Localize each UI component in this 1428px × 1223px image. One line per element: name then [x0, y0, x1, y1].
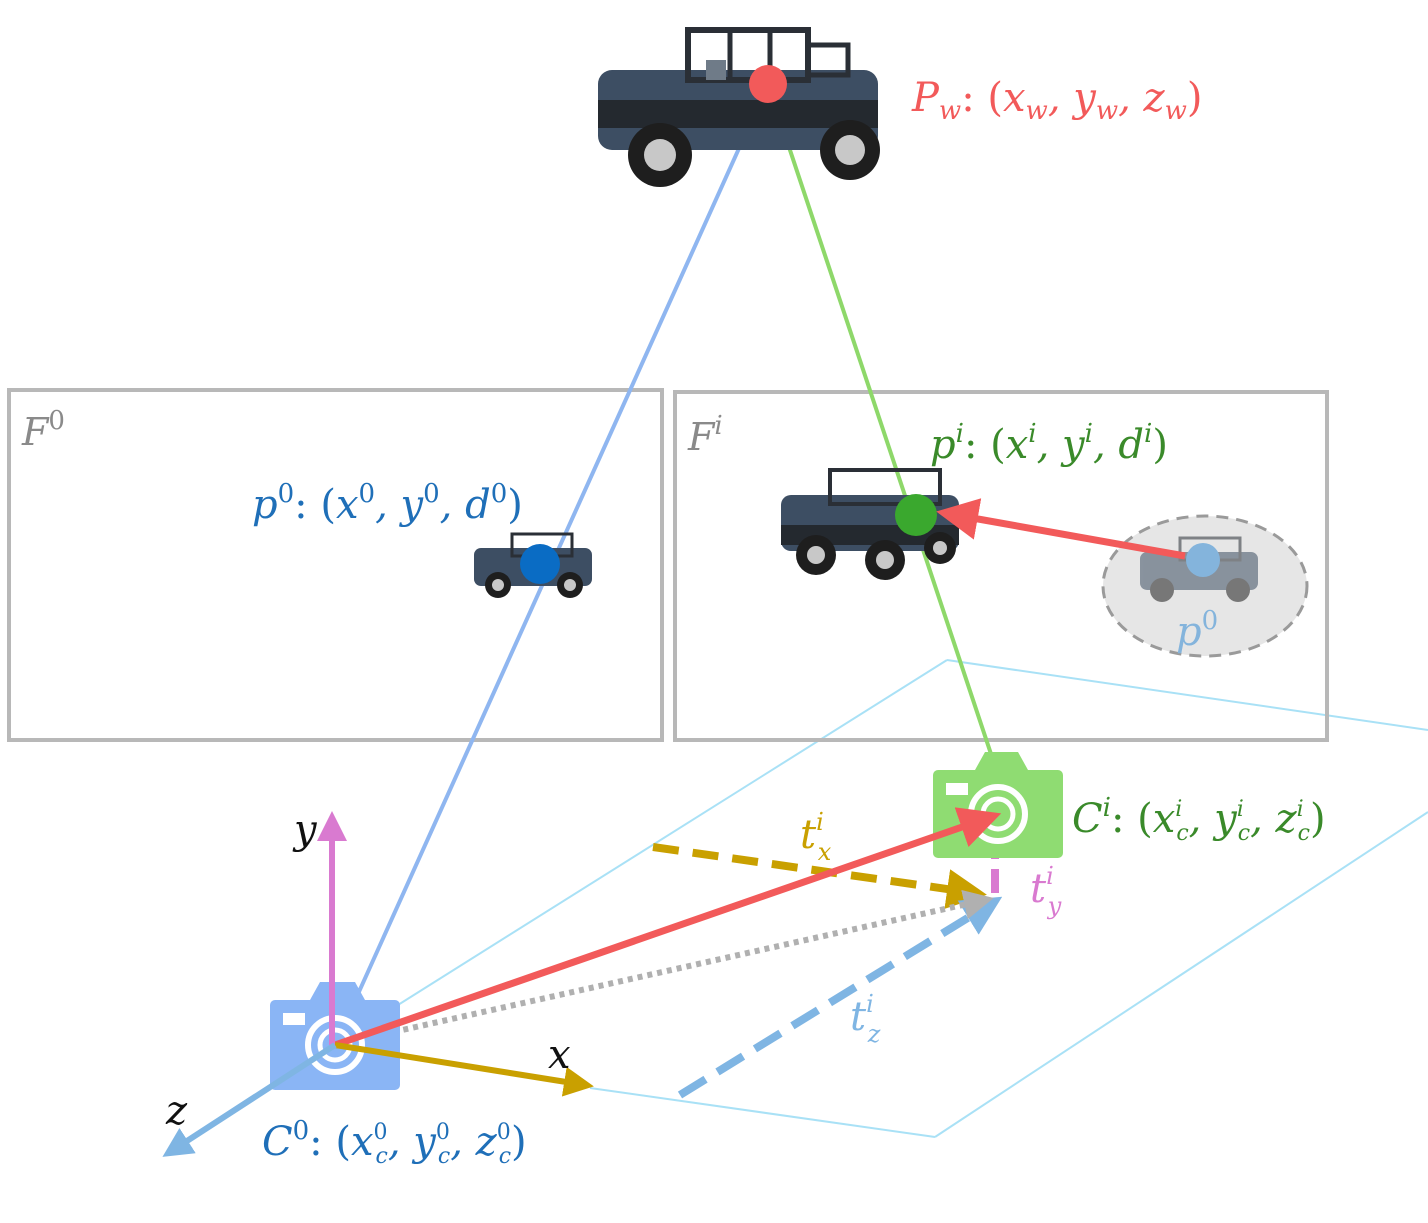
- grey-dotted-arrow: [334, 889, 994, 1048]
- motion-arrow: [936, 498, 1186, 560]
- p0-point-dot: [520, 544, 560, 584]
- ray-green: [766, 83, 995, 761]
- axis-z-arrow: [162, 1042, 337, 1157]
- world-point-dot: [749, 65, 787, 103]
- camera-ci-icon: [933, 752, 1063, 858]
- frame-fi: [673, 390, 1329, 742]
- frame-f0-label: F0: [21, 406, 65, 454]
- car-fi-icon: [781, 468, 959, 580]
- ground-plane: [389, 659, 1428, 1138]
- translation-arrow: [333, 807, 1002, 1049]
- tz-arrow: [677, 896, 1003, 1099]
- axis-y-label: y: [292, 807, 318, 853]
- car-world-icon: [598, 27, 880, 187]
- pi-point-dot: [895, 494, 937, 536]
- frame-f0: [7, 388, 664, 742]
- tx-arrow: [652, 843, 987, 909]
- pi-label: pi: (xi, yi, di): [930, 419, 1168, 468]
- ghost-p0-dot: [1186, 543, 1220, 577]
- pw-label: Pw: (xw, yw, zw): [911, 75, 1203, 126]
- axis-x-label: x: [548, 1032, 571, 1078]
- p0-label: p0: (x0, y0, d0): [252, 479, 523, 528]
- frame-fi-label: Fi: [687, 411, 723, 459]
- axis-z-label: z: [165, 1088, 188, 1134]
- axis-x-arrow: [334, 1042, 594, 1097]
- ghost-p0-label: p0: [1176, 606, 1218, 655]
